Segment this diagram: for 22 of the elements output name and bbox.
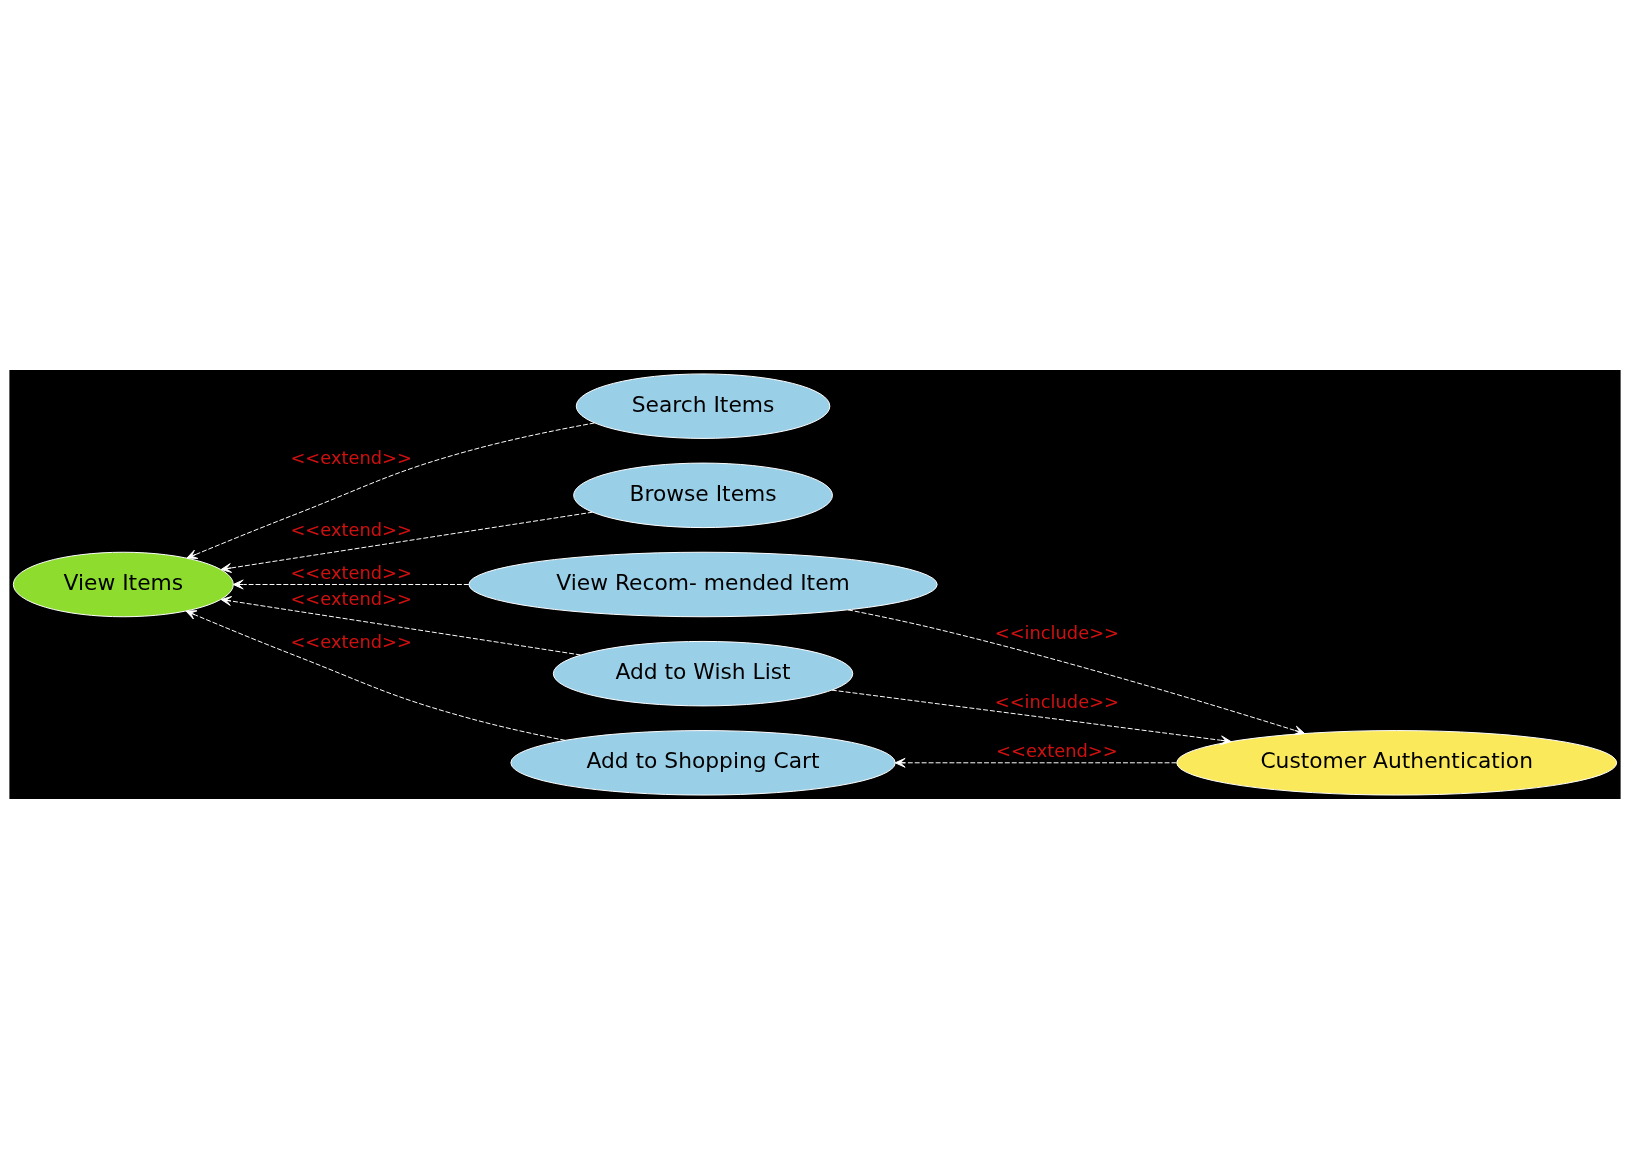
- node-ellipse: View Recom- mended Item: [468, 551, 938, 617]
- edge-label: <<extend>>: [996, 739, 1118, 761]
- arrow: [847, 608, 1306, 735]
- edge-label: <<include>>: [994, 690, 1120, 712]
- edge-label: <<extend>>: [290, 630, 412, 652]
- edge-label: <<extend>>: [290, 587, 412, 609]
- arrow: [232, 579, 470, 589]
- arrow: [894, 757, 1177, 768]
- node-ellipse: Search Items: [575, 372, 831, 439]
- edge-label: <<extend>>: [290, 518, 412, 540]
- arrow: [186, 422, 595, 559]
- arrow: [185, 609, 566, 741]
- edge-label: <<include>>: [994, 621, 1120, 643]
- node-ellipse: Customer Authentication: [1176, 729, 1618, 796]
- node-ellipse: Add to Shopping Cart: [510, 729, 896, 796]
- edge-label: <<extend>>: [290, 446, 412, 468]
- edge-label: <<extend>>: [290, 561, 412, 583]
- node-ellipse: Add to Wish List: [552, 640, 854, 706]
- arrow: [220, 595, 582, 655]
- arrow: [220, 511, 593, 573]
- node-ellipse: Browse Items: [573, 462, 833, 528]
- arrow: [831, 689, 1232, 745]
